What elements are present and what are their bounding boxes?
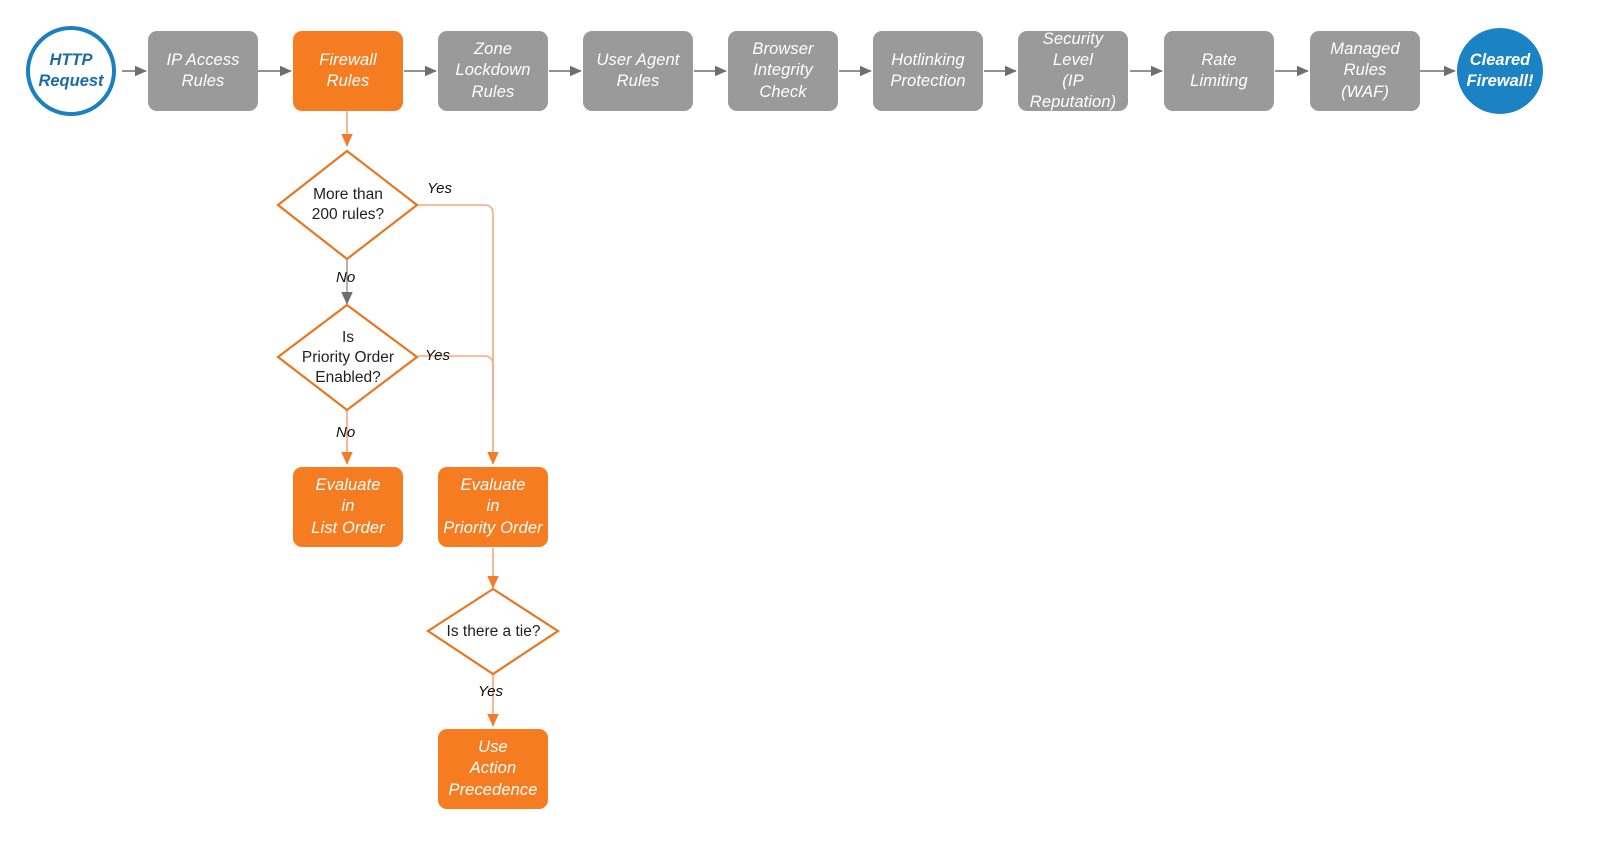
node-zone-lockdown-rules[interactable]: Zone Lockdown Rules [438, 31, 548, 111]
node-security-level[interactable]: Security Level (IP Reputation) [1018, 29, 1128, 112]
edge-label-more-rules-no: No [336, 269, 356, 286]
node-hotlinking-protection[interactable]: Hotlinking Protection [873, 31, 983, 111]
node-more-than-200-rules[interactable]: More than 200 rules? [278, 151, 418, 259]
node-firewall-rules[interactable]: Firewall Rules [293, 31, 403, 111]
node-label-firewall-rules: Firewall Rules [319, 50, 377, 90]
node-label-evaluate-in-priority-order: Evaluate in Priority Order [443, 476, 543, 537]
node-label-managed-rules-waf: Managed Rules (WAF) [1330, 40, 1400, 101]
node-http-request[interactable]: HTTP Request [26, 26, 116, 116]
node-evaluate-in-priority-order[interactable]: Evaluate in Priority Order [438, 467, 548, 547]
node-label-is-priority-order-enabled: Is Priority Order Enabled? [301, 328, 395, 387]
node-is-priority-order-enabled[interactable]: Is Priority Order Enabled? [278, 305, 418, 411]
edge-label-priority-no: No [336, 424, 356, 441]
node-label-http-request: HTTP Request [38, 50, 104, 90]
edge-label-more-rules-yes: Yes [427, 180, 453, 197]
node-is-there-a-tie[interactable]: Is there a tie? [428, 589, 559, 675]
link-more-rules-yes [418, 204, 499, 465]
node-label-browser-integrity-check: Browser Integrity Check [752, 40, 814, 101]
node-label-is-there-a-tie: Is there a tie? [446, 622, 541, 640]
node-label-hotlinking-protection: Hotlinking Protection [890, 50, 966, 90]
node-managed-rules-waf[interactable]: Managed Rules (WAF) [1310, 31, 1420, 111]
node-browser-integrity-check[interactable]: Browser Integrity Check [728, 31, 838, 111]
node-label-user-agent-rules: User Agent Rules [596, 50, 680, 90]
node-cleared-firewall[interactable]: Cleared Firewall! [1457, 28, 1543, 114]
edge-label-priority-yes: Yes [425, 347, 451, 364]
node-use-action-precedence[interactable]: Use Action Precedence [438, 729, 548, 809]
node-evaluate-in-list-order[interactable]: Evaluate in List Order [293, 467, 403, 547]
node-user-agent-rules[interactable]: User Agent Rules [583, 31, 693, 111]
node-label-more-than-200-rules: More than 200 rules? [311, 185, 385, 223]
node-label-ip-access-rules: IP Access Rules [166, 50, 240, 90]
node-label-use-action-precedence: Use Action Precedence [448, 738, 538, 799]
node-label-evaluate-in-list-order: Evaluate in List Order [311, 476, 385, 537]
node-label-security-level: Security Level (IP Reputation) [1029, 29, 1117, 112]
node-label-rate-limiting: Rate Limiting [1190, 50, 1248, 90]
node-ip-access-rules[interactable]: IP Access Rules [148, 31, 258, 111]
node-rate-limiting[interactable]: Rate Limiting [1164, 31, 1274, 111]
node-label-zone-lockdown-rules: Zone Lockdown Rules [455, 40, 531, 101]
node-label-cleared-firewall: Cleared Firewall! [1466, 50, 1534, 90]
edge-label-tie-yes: Yes [478, 683, 504, 700]
